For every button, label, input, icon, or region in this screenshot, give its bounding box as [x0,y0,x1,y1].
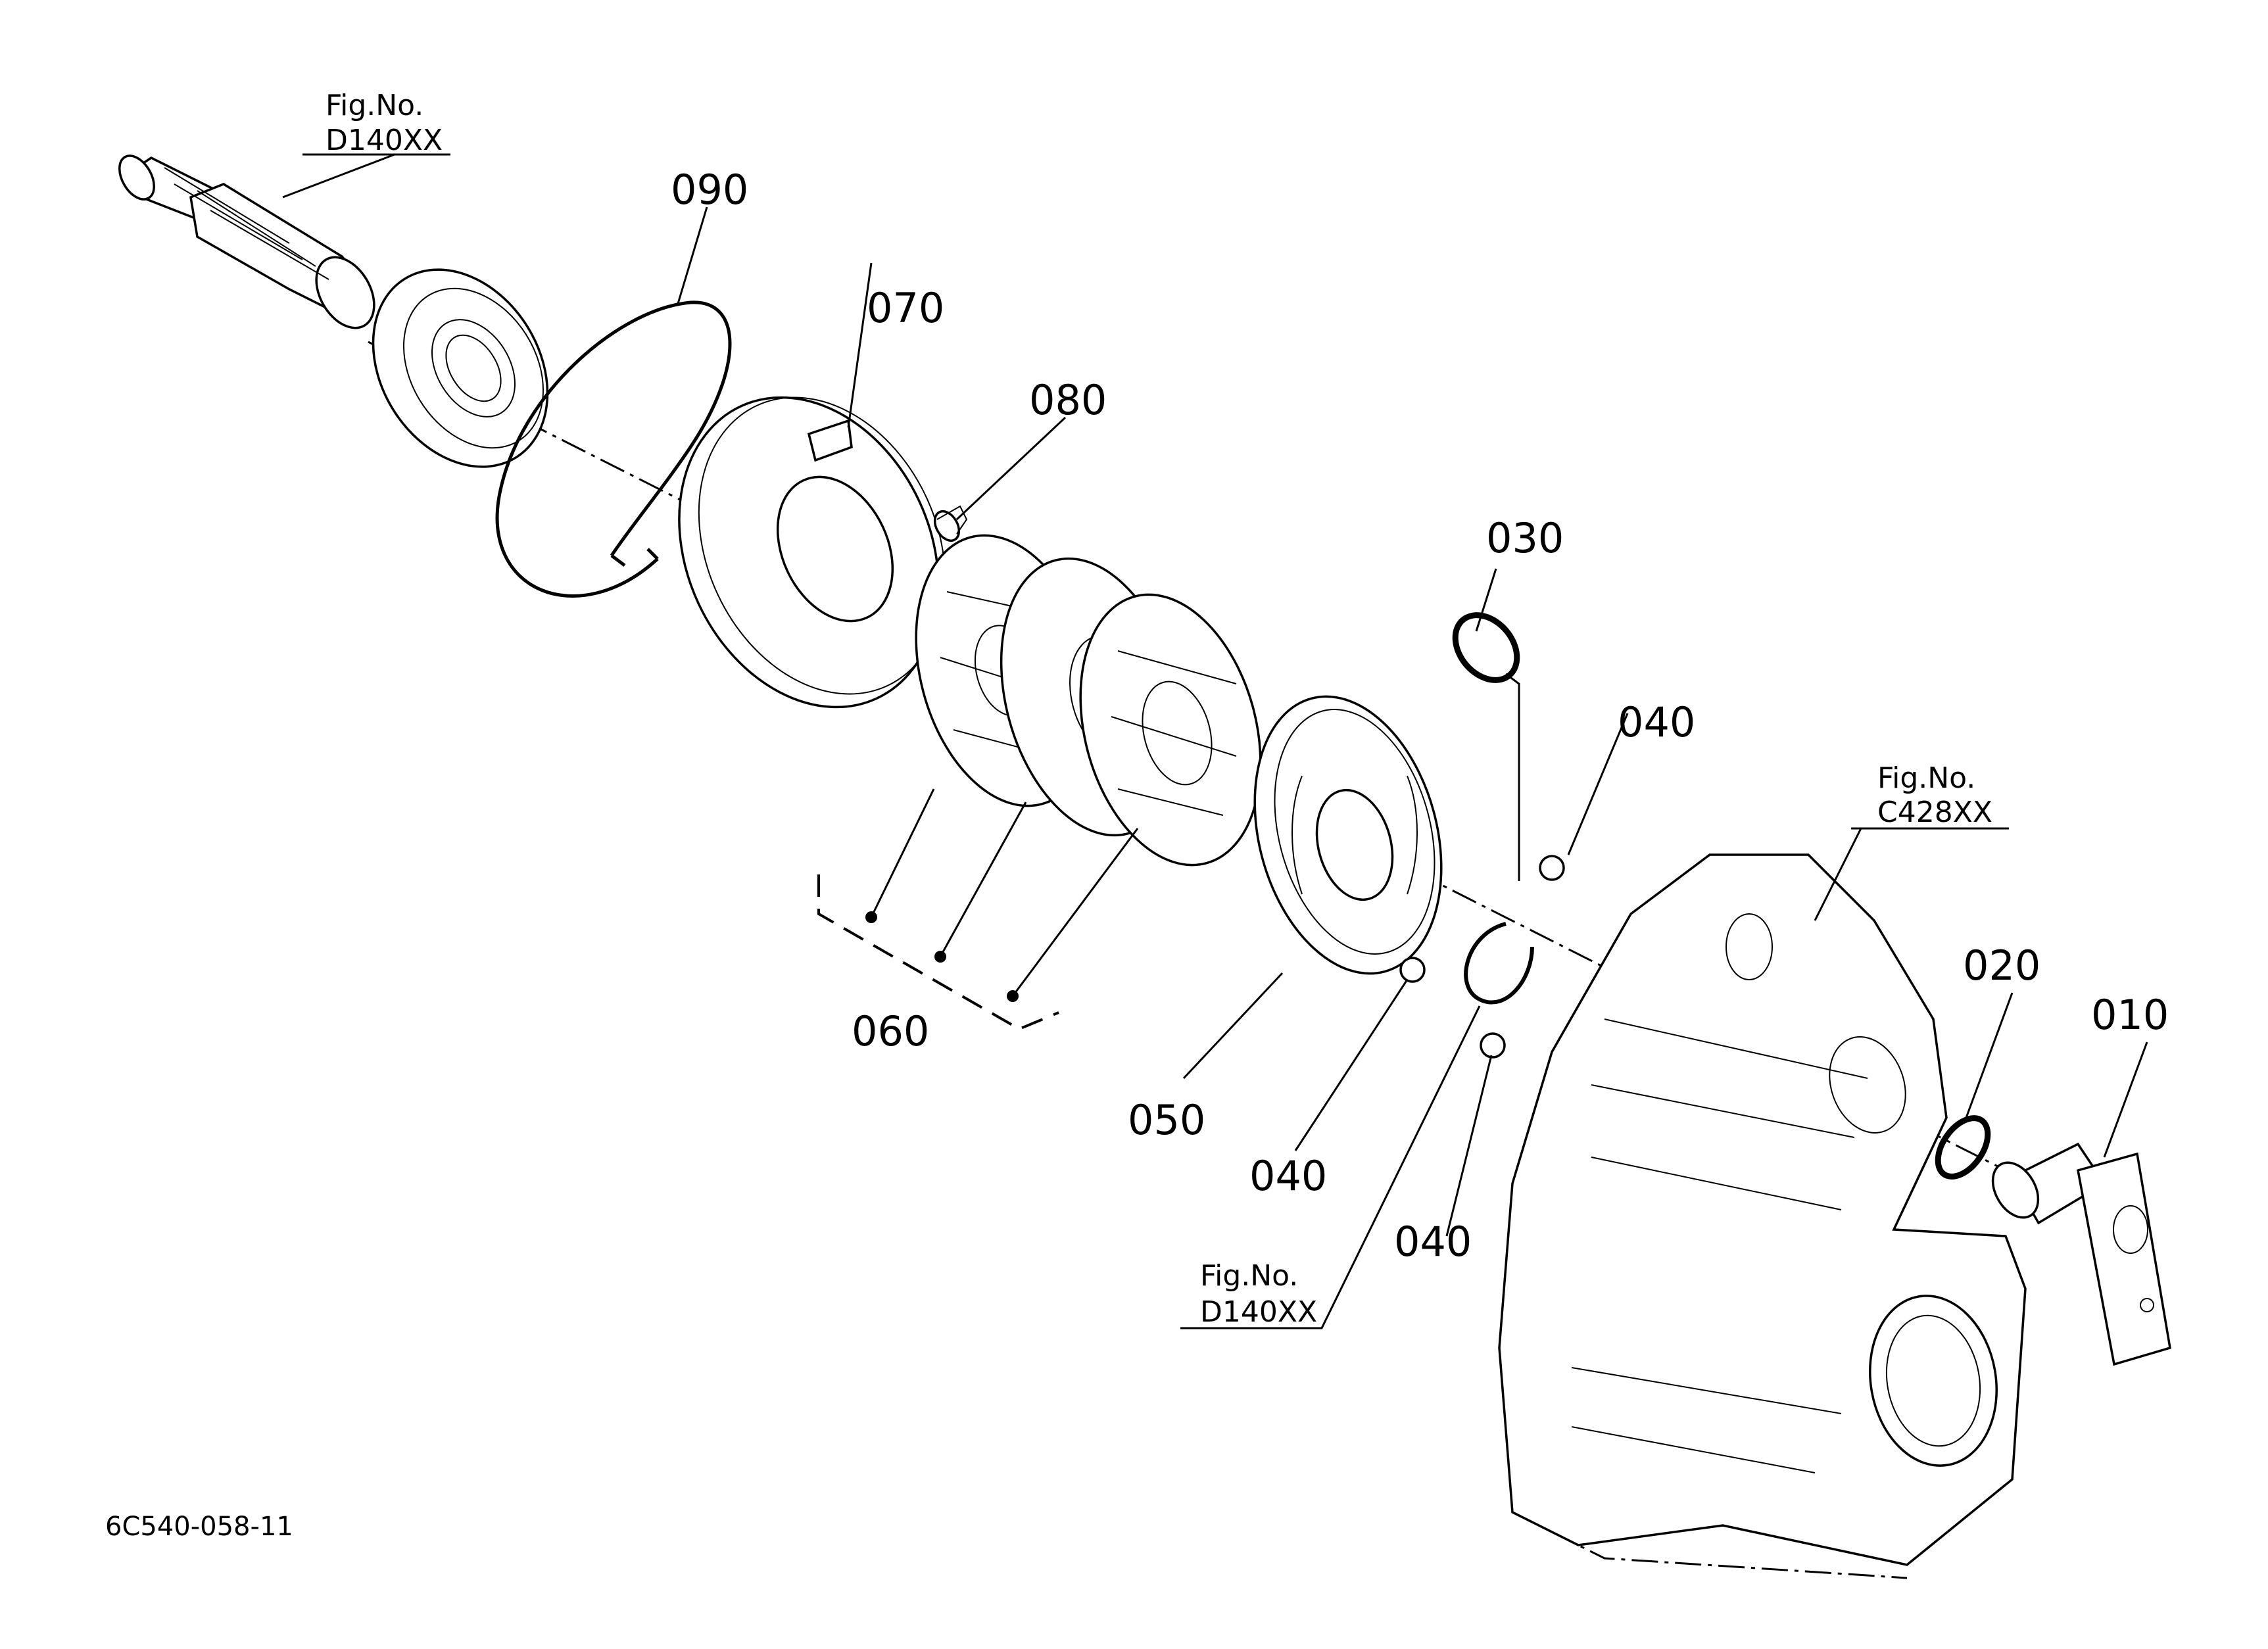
fig-ref-line1: Fig.No. [326,89,423,122]
fig-ref-line2: C428XX [1877,796,1992,829]
label-050: 050 [1128,1096,1205,1144]
circlip [1464,922,1534,1005]
splined-shaft [118,155,375,329]
label-010: 010 [2091,991,2169,1039]
leader-lines [282,153,2148,1329]
fig-ref-c428xx: Fig.No. C428XX [1877,761,1992,829]
fig-ref-d140xx-bottom: Fig.No. D140XX [1200,1259,1317,1329]
fig-ref-line2: D140XX [1200,1295,1317,1329]
label-040-top: 040 [1618,698,1695,746]
label-040-middle: 040 [1249,1152,1327,1200]
transmission-housing [1498,853,2027,1579]
pressure-plate-070 [678,396,946,709]
group-bracket-060 [817,874,1059,1031]
pressure-ring-050 [1253,695,1443,975]
label-020: 020 [1963,942,2040,990]
ball-040-b [1399,957,1426,983]
label-060: 060 [852,1007,929,1055]
ball-bearing [372,268,549,468]
label-070: 070 [867,284,944,332]
o-ring-030 [1452,612,1520,683]
fig-ref-line1: Fig.No. [1200,1259,1298,1293]
ball-040-c [1480,1032,1506,1059]
pin-080 [933,505,968,542]
label-080: 080 [1029,376,1107,424]
clutch-plates-060 [915,534,1262,867]
label-040-bottom: 040 [1394,1218,1472,1266]
o-ring-020 [1935,1115,1991,1180]
drawing-code: 6C540-058-11 [105,1512,293,1542]
ball-040-a [1539,855,1565,881]
label-090: 090 [671,166,748,214]
label-030: 030 [1486,514,1564,562]
fig-ref-line1: Fig.No. [1877,761,1975,795]
plate-shaft-010 [1991,1142,2171,1366]
snap-ring-090 [495,300,732,598]
fig-ref-line2: D140XX [326,124,443,157]
fig-ref-d140xx-top: Fig.No. D140XX [326,89,443,157]
